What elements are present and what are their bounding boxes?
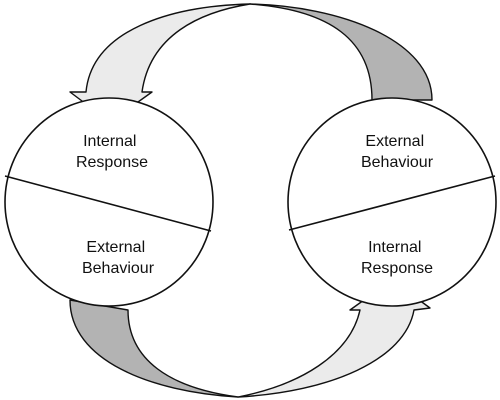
bottom-arrow-light-band [237, 279, 431, 398]
left-bottom-line-1: External [86, 239, 145, 256]
right-circle: External Behaviour Internal Response [287, 97, 497, 307]
left-top-line-2: Response [76, 154, 148, 171]
left-circle-bottom-label: External Behaviour [82, 239, 155, 277]
left-circle-divider [4, 175, 212, 232]
bottom-cycle-arrow [69, 279, 431, 398]
right-circle-divider [288, 175, 496, 231]
right-circle-bottom-label: Internal Response [361, 239, 433, 277]
right-circle-top-label: External Behaviour [361, 133, 434, 171]
bottom-arrow-dark-band [69, 299, 239, 398]
top-cycle-arrow [69, 3, 433, 123]
left-top-line-1: Internal [83, 133, 136, 150]
right-top-line-2: Behaviour [361, 154, 434, 171]
left-circle: Internal Response External Behaviour [4, 97, 214, 307]
right-bottom-line-2: Response [361, 260, 433, 277]
top-arrow-light-band [69, 3, 251, 123]
top-arrow-dark-band [249, 3, 433, 101]
right-top-line-1: External [365, 133, 424, 150]
left-bottom-line-2: Behaviour [82, 260, 155, 277]
right-bottom-line-1: Internal [368, 239, 421, 256]
left-circle-top-label: Internal Response [76, 133, 148, 171]
left-circle-outline [4, 97, 214, 307]
right-circle-outline [287, 97, 497, 307]
